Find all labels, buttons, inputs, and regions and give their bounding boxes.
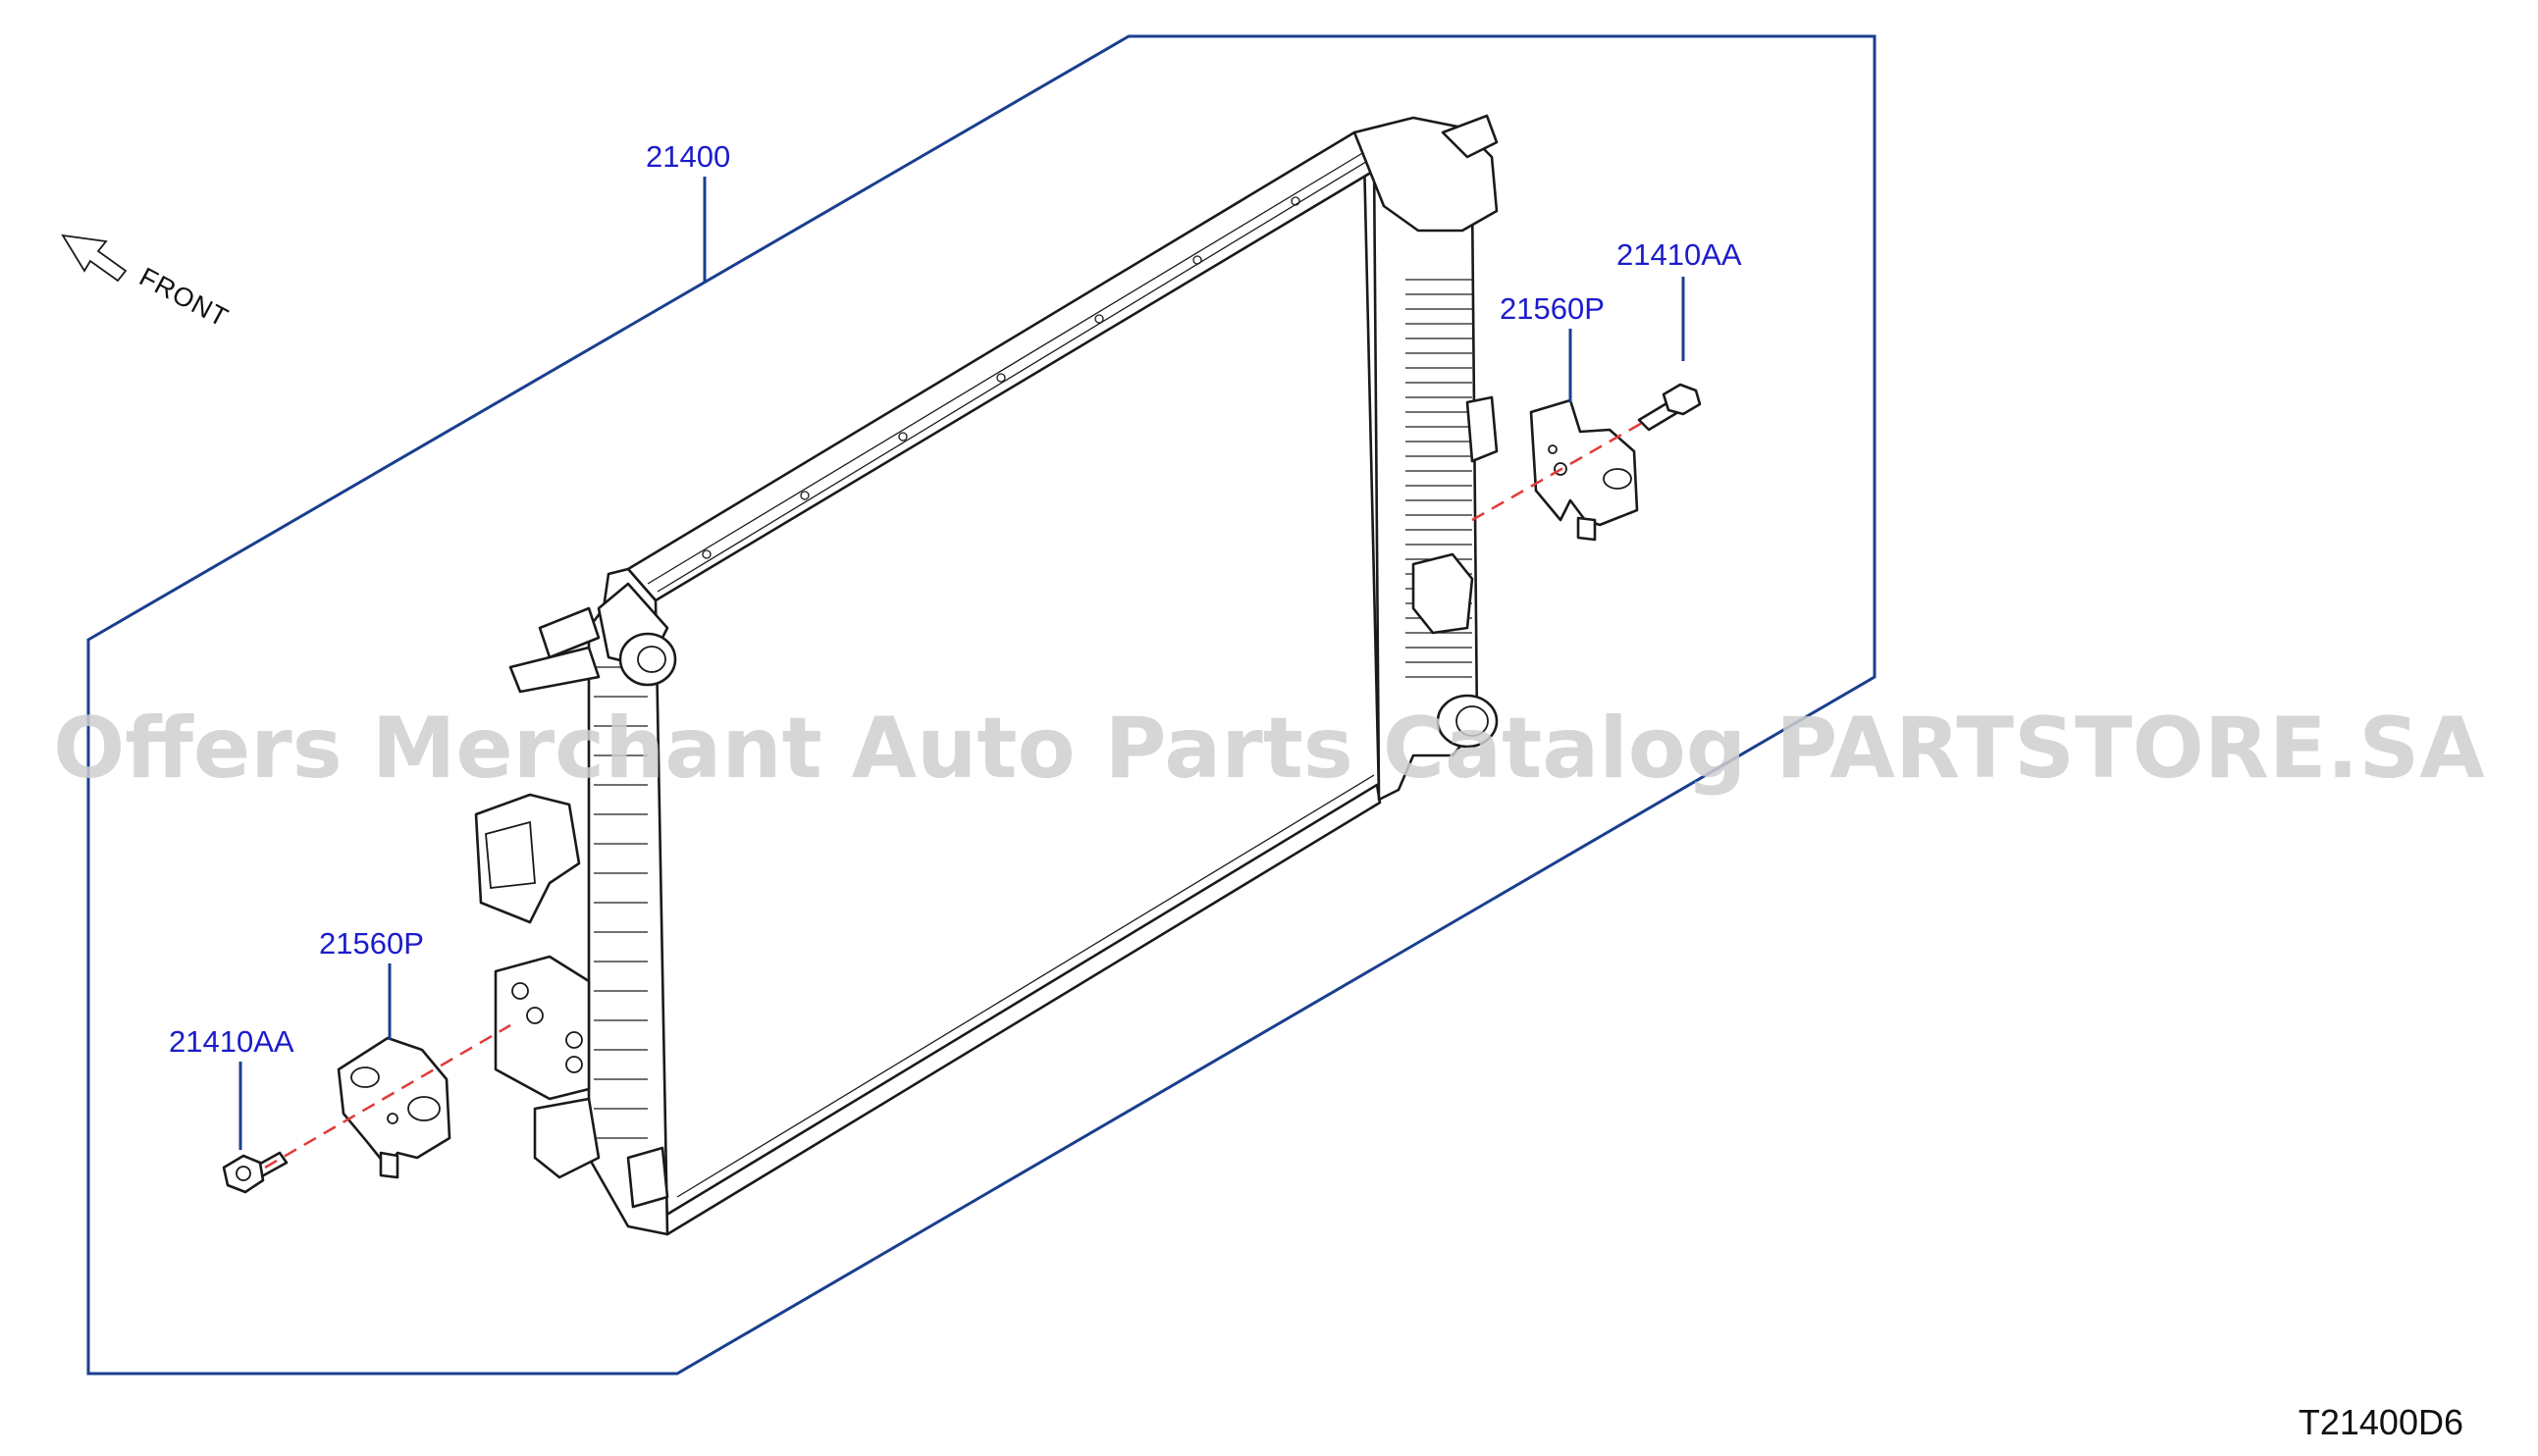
lower-mount-bracket[interactable] xyxy=(337,1036,451,1179)
radiator-fins-left xyxy=(594,666,648,1139)
callout-bolt-lower[interactable]: 21410AA xyxy=(169,1024,294,1059)
radiator-right-tank xyxy=(1352,114,1499,802)
lower-alignment-line xyxy=(264,1023,511,1170)
radiator-core xyxy=(646,155,1381,1228)
front-indicator: FRONT xyxy=(61,234,234,333)
callout-bracket-upper[interactable]: 21560P xyxy=(1500,291,1605,326)
callout-leaders xyxy=(238,177,1685,1150)
upper-mount-bracket[interactable] xyxy=(1529,398,1639,542)
callout-bolt-upper[interactable]: 21410AA xyxy=(1616,237,1742,272)
upper-bolt[interactable] xyxy=(1637,383,1702,432)
radiator-assembly[interactable] xyxy=(474,114,1499,1236)
radiator-left-tank xyxy=(474,567,677,1236)
lower-bolt[interactable] xyxy=(222,1151,289,1194)
radiator-mount-block xyxy=(494,955,591,1101)
diagram-code: T21400D6 xyxy=(2299,1402,2463,1442)
top-rail-holes xyxy=(702,196,1300,559)
radiator-outlet-pipe xyxy=(1436,694,1499,749)
upper-alignment-line xyxy=(1471,420,1645,522)
front-arrow-icon xyxy=(61,234,128,283)
callout-radiator[interactable]: 21400 xyxy=(646,139,730,174)
assembly-group-frame xyxy=(86,34,1877,1376)
watermark-text: Offers Merchant Auto Parts Catalog PARTS… xyxy=(53,700,2485,798)
radiator-inlet-pipe xyxy=(618,632,677,687)
front-label: FRONT xyxy=(134,262,234,333)
callout-bracket-lower[interactable]: 21560P xyxy=(319,926,424,961)
